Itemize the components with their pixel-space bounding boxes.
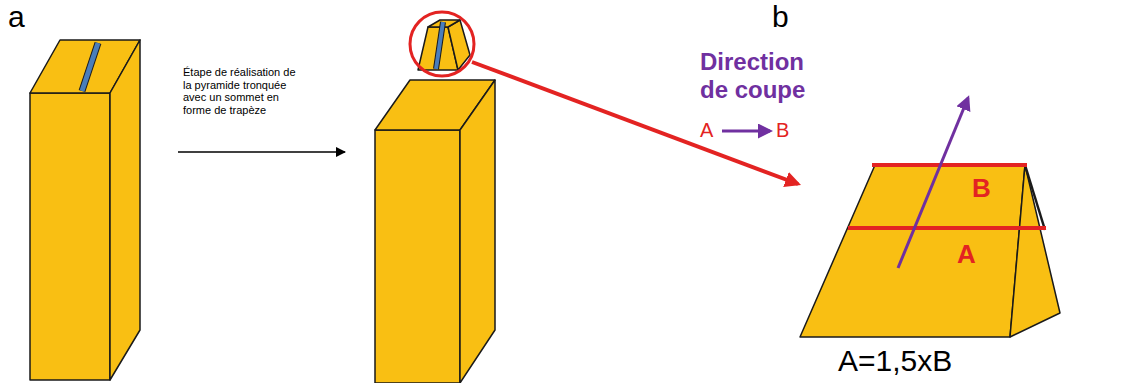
blue-strip xyxy=(82,43,98,91)
face-letter: A xyxy=(700,119,713,142)
step-note: Étape de réalisation de la pyramide tron… xyxy=(183,66,301,117)
highlight-circle xyxy=(410,12,474,76)
cut-line-a xyxy=(848,226,1046,230)
panel-letter: a xyxy=(8,0,25,35)
cut-direction-title: Direction de coupe xyxy=(700,48,825,103)
panel-letter: b xyxy=(772,0,789,35)
face-letter: B xyxy=(776,119,789,142)
cut-line-b xyxy=(872,163,1027,167)
small-strip xyxy=(436,22,443,69)
face-letter: A xyxy=(957,240,976,270)
process-arrow xyxy=(178,151,345,153)
small-pyramid xyxy=(418,20,470,70)
block-one xyxy=(30,40,140,380)
block-two xyxy=(375,80,495,383)
ratio-formula: A=1,5xB xyxy=(838,344,952,379)
direction-arrow-small xyxy=(722,130,770,133)
face-letter: B xyxy=(972,174,991,204)
pyramid-edge xyxy=(1025,165,1045,230)
small-strip-outline xyxy=(436,22,443,69)
blue-strip-outline xyxy=(82,43,98,91)
